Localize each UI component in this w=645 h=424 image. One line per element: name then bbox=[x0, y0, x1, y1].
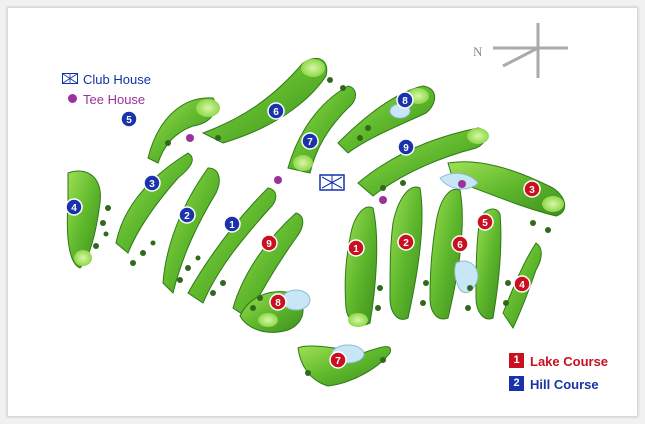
legend-tee-house: Tee House bbox=[83, 92, 146, 107]
hill-hole-marker[interactable]: 8 bbox=[396, 91, 414, 109]
lake-hole-marker[interactable]: 7 bbox=[329, 351, 347, 369]
lake-hole-marker[interactable]: 1 bbox=[347, 239, 365, 257]
hill-hole-marker[interactable]: 5 bbox=[120, 110, 138, 128]
hole-number: 6 bbox=[273, 107, 279, 118]
hole-number: 2 bbox=[184, 211, 190, 222]
compass-icon bbox=[493, 23, 568, 78]
legend-hill-course[interactable]: Hill Course bbox=[530, 377, 599, 392]
hill-hole-marker[interactable]: 1 bbox=[223, 215, 241, 233]
tee-house-icon bbox=[68, 94, 77, 103]
hole-number: 3 bbox=[149, 179, 155, 190]
hole-number: 9 bbox=[266, 239, 272, 250]
lake-hole-marker[interactable]: 5 bbox=[476, 213, 494, 231]
legend-hill-swatch: 2 bbox=[509, 376, 524, 391]
lake-hole-marker[interactable]: 8 bbox=[269, 293, 287, 311]
course-map: 1 2 3 4 5 6 7 8 9 1 2 3 4 5 6 7 8 9 bbox=[65, 23, 568, 387]
hole-number: 5 bbox=[126, 115, 132, 126]
hole-number: 6 bbox=[457, 240, 463, 251]
lake-hole-marker[interactable]: 3 bbox=[523, 180, 541, 198]
hole-number: 8 bbox=[402, 96, 408, 107]
hole-number: 3 bbox=[529, 185, 535, 196]
hill-hole-marker[interactable]: 9 bbox=[397, 138, 415, 156]
club-house-icon bbox=[62, 73, 78, 84]
legend-lake-swatch: 1 bbox=[509, 353, 524, 368]
hill-course-markers[interactable]: 1 2 3 4 5 6 7 8 9 bbox=[65, 91, 415, 233]
course-map-frame: 1 2 3 4 5 6 7 8 9 1 2 3 4 5 6 7 8 9 N Cl… bbox=[7, 7, 638, 417]
tree-clusters bbox=[93, 77, 551, 376]
compass-north-label: N bbox=[473, 44, 483, 59]
hole-number: 4 bbox=[71, 203, 77, 214]
hole-number: 8 bbox=[275, 298, 281, 309]
hole-number: 1 bbox=[353, 244, 359, 255]
legend-lake-course[interactable]: Lake Course bbox=[530, 354, 609, 369]
hill-hole-marker[interactable]: 6 bbox=[267, 102, 285, 120]
hole-number: 5 bbox=[482, 218, 488, 229]
hill-hole-marker[interactable]: 2 bbox=[178, 206, 196, 224]
lake-hole-marker[interactable]: 2 bbox=[397, 233, 415, 251]
hill-hole-marker[interactable]: 7 bbox=[301, 132, 319, 150]
hole-number: 7 bbox=[307, 137, 313, 148]
hole-number: 2 bbox=[403, 238, 409, 249]
hole-number: 4 bbox=[519, 280, 525, 291]
hole-number: 1 bbox=[229, 220, 235, 231]
lake-course-markers[interactable]: 1 2 3 4 5 6 7 8 9 bbox=[260, 180, 541, 369]
lake-hole-marker[interactable]: 9 bbox=[260, 234, 278, 252]
tee-house-markers bbox=[186, 134, 466, 204]
lake-hole-marker[interactable]: 6 bbox=[451, 235, 469, 253]
hole-number: 7 bbox=[335, 356, 341, 367]
club-house-marker bbox=[319, 174, 345, 191]
water-hazards bbox=[281, 103, 479, 364]
lake-hole-marker[interactable]: 4 bbox=[513, 275, 531, 293]
hill-hole-marker[interactable]: 3 bbox=[143, 174, 161, 192]
hill-hole-marker[interactable]: 4 bbox=[65, 198, 83, 216]
legend-club-house: Club House bbox=[83, 72, 151, 87]
hole-number: 9 bbox=[403, 143, 409, 154]
